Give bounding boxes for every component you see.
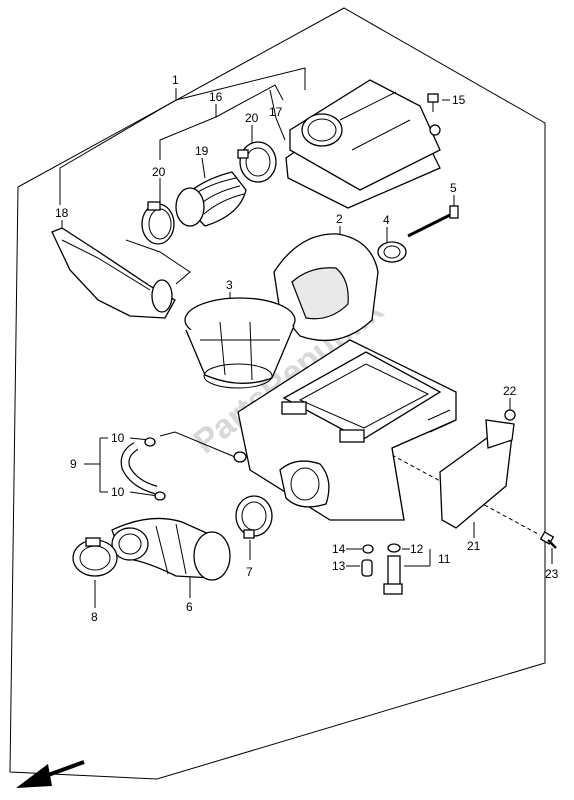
part-6-intake-boot [111,517,231,581]
callouts: 1 16 20 17 19 20 18 15 5 4 2 3 22 10 9 1… [55,73,559,624]
callout-14: 14 [332,542,346,556]
callout-19: 19 [195,144,209,158]
part-22-bolt [504,409,516,421]
part-17-cover [285,79,441,209]
callout-7: 7 [246,565,253,579]
callout-9: 9 [70,457,77,471]
part-13-plug [361,559,373,577]
callout-1: 1 [172,73,179,87]
part-4-cap [377,241,407,263]
part-10-clips [144,437,166,501]
assembly-frame [9,7,546,780]
part-8-clamp [72,537,118,577]
callout-18: 18 [55,206,69,220]
callout-23: 23 [545,567,559,581]
callout-17: 17 [269,105,283,119]
callout-11: 11 [438,552,451,566]
part-2-filter [273,233,379,342]
part-20-clamp-left [141,201,175,245]
callout-13: 13 [332,559,346,573]
leader-lines [59,67,553,608]
callout-10-lower: 10 [111,485,125,499]
callout-10-upper: 10 [111,431,125,445]
part-21-bracket [439,419,515,529]
callout-6: 6 [186,600,193,614]
callout-3: 3 [226,278,233,292]
callout-20-left: 20 [152,165,166,179]
part-9-hose [120,442,158,495]
callout-12: 12 [410,542,424,556]
arrow-front-left-icon [16,760,85,788]
callout-2: 2 [336,212,343,226]
part-19-boot [175,171,247,227]
part-11-drain [383,555,403,595]
callout-20-upper: 20 [245,111,259,125]
part-3-cage [184,297,296,389]
part-18-duct [51,227,176,319]
air-box-main [233,339,457,521]
part-14-clip [362,544,374,554]
part-23-bolt [539,531,557,549]
part-7-clamp [235,495,273,539]
callout-5: 5 [450,181,457,195]
callout-22: 22 [503,384,517,398]
dashed-guide [125,239,191,285]
callout-21: 21 [467,539,481,553]
callout-8: 8 [91,610,98,624]
part-15-screw [427,93,441,136]
part-20-clamp-upper [237,141,277,183]
callout-16: 16 [209,90,223,104]
callout-4: 4 [383,213,390,227]
part-5-screw [407,205,459,238]
callout-15: 15 [452,93,466,107]
part-12-clip [387,543,401,553]
